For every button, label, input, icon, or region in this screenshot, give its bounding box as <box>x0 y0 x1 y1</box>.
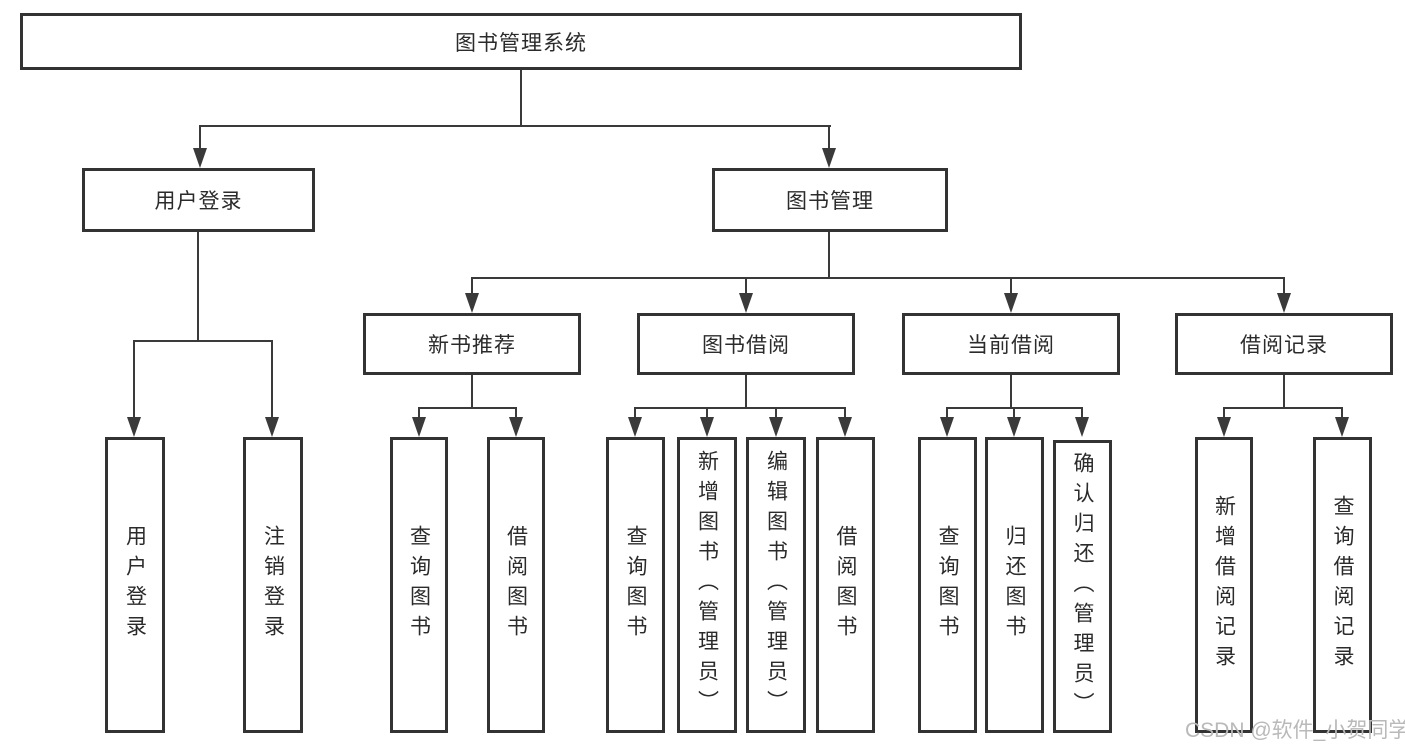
arrowhead-icon <box>193 148 207 168</box>
connector-line <box>1223 407 1225 419</box>
node-query-borrow-record: 查询借阅记录 <box>1313 437 1372 733</box>
node-query-books-current: 查询图书 <box>918 437 977 733</box>
connector-line <box>515 407 517 419</box>
connector-line <box>133 340 135 419</box>
connector-line <box>828 125 830 151</box>
arrowhead-icon <box>127 417 141 437</box>
node-current-borrow: 当前借阅 <box>902 313 1120 375</box>
watermark: CSDN @软件_小贺同学 <box>1185 719 1405 742</box>
node-user-login-leaf: 用户登录 <box>105 437 165 733</box>
node-user-login: 用户登录 <box>82 168 315 232</box>
node-borrow-records: 借阅记录 <box>1175 313 1393 375</box>
node-borrow-books-leaf: 借阅图书 <box>816 437 875 733</box>
connector-line <box>271 340 273 419</box>
arrowhead-icon <box>1217 417 1231 437</box>
node-book-management: 图书管理 <box>712 168 948 232</box>
arrowhead-icon <box>700 417 714 437</box>
connector-line <box>199 125 831 127</box>
node-book-borrow: 图书借阅 <box>637 313 855 375</box>
arrowhead-icon <box>465 293 479 313</box>
node-logout-leaf: 注销登录 <box>243 437 303 733</box>
arrowhead-icon <box>628 417 642 437</box>
arrowhead-icon <box>940 417 954 437</box>
node-library-system: 图书管理系统 <box>20 13 1022 70</box>
connector-line <box>471 375 473 407</box>
node-borrow-books-recommend: 借阅图书 <box>487 437 545 733</box>
connector-line <box>1223 407 1343 409</box>
connector-line <box>419 407 516 409</box>
connector-line <box>133 340 273 342</box>
connector-line <box>775 407 777 419</box>
connector-line <box>471 277 1284 279</box>
connector-line <box>1010 277 1012 295</box>
arrowhead-icon <box>1075 417 1089 437</box>
arrowhead-icon <box>265 417 279 437</box>
node-return-books: 归还图书 <box>985 437 1044 733</box>
connector-line <box>1283 277 1285 295</box>
connector-line <box>1341 407 1343 419</box>
arrowhead-icon <box>509 417 523 437</box>
connector-line <box>844 407 846 419</box>
arrowhead-icon <box>412 417 426 437</box>
node-add-books-admin: 新增图书（管理员） <box>677 437 737 733</box>
node-edit-books-admin: 编辑图书（管理员） <box>746 437 806 733</box>
connector-line <box>946 407 948 419</box>
connector-line <box>1283 375 1285 407</box>
arrowhead-icon <box>1004 293 1018 313</box>
connector-line <box>197 232 199 340</box>
node-query-books-borrow: 查询图书 <box>606 437 665 733</box>
connector-line <box>635 407 845 409</box>
arrowhead-icon <box>1007 417 1021 437</box>
arrowhead-icon <box>822 148 836 168</box>
connector-line <box>745 277 747 295</box>
node-add-borrow-record: 新增借阅记录 <box>1195 437 1253 733</box>
arrowhead-icon <box>769 417 783 437</box>
connector-line <box>828 232 830 277</box>
node-new-book-recommend: 新书推荐 <box>363 313 581 375</box>
connector-line <box>745 375 747 407</box>
connector-line <box>1010 375 1012 407</box>
connector-line <box>418 407 420 419</box>
connector-line <box>471 277 473 295</box>
node-confirm-return-admin: 确认归还（管理员） <box>1053 440 1112 733</box>
arrowhead-icon <box>838 417 852 437</box>
connector-line <box>634 407 636 419</box>
connector-line <box>199 125 201 151</box>
connector-line <box>1013 407 1015 419</box>
connector-line <box>520 70 522 125</box>
connector-line <box>1081 407 1083 419</box>
arrowhead-icon <box>1277 293 1291 313</box>
arrowhead-icon <box>1335 417 1349 437</box>
arrowhead-icon <box>739 293 753 313</box>
connector-line <box>706 407 708 419</box>
node-query-books-recommend: 查询图书 <box>390 437 448 733</box>
